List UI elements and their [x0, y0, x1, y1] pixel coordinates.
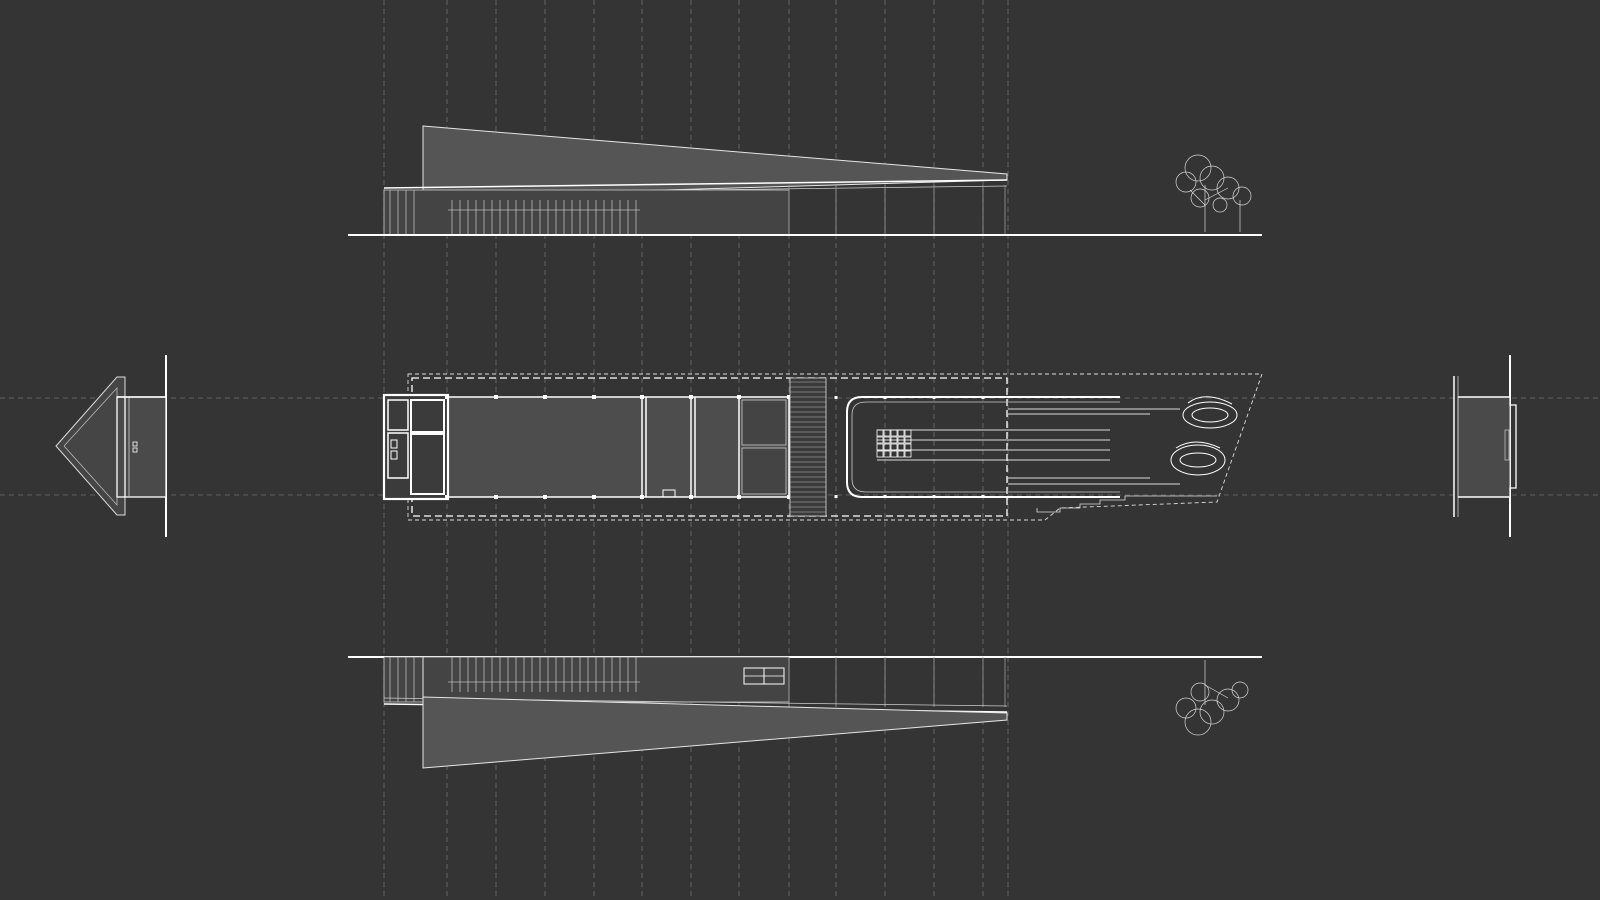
seat	[904, 443, 912, 451]
wall-body	[383, 189, 790, 236]
seat	[897, 443, 905, 451]
seat	[897, 436, 905, 444]
seat	[904, 450, 912, 458]
roof-wedge-south	[422, 696, 1008, 769]
seat	[883, 450, 891, 458]
seat	[890, 450, 898, 458]
column-marker	[689, 495, 693, 499]
seat	[890, 443, 898, 451]
column-marker	[592, 495, 596, 499]
column-marker	[640, 395, 644, 399]
column-marker	[787, 495, 791, 499]
tree-icon	[1175, 154, 1252, 232]
seat	[890, 429, 898, 437]
column-marker	[445, 395, 449, 399]
seat	[876, 429, 884, 437]
seat	[876, 450, 884, 458]
east-section	[1453, 355, 1517, 537]
column-marker	[543, 495, 547, 499]
tree-reflection-icon	[1175, 660, 1249, 736]
seat	[890, 436, 898, 444]
column-marker	[834, 495, 838, 498]
seat	[883, 429, 891, 437]
column-marker	[445, 495, 449, 499]
column-marker	[494, 395, 498, 399]
seat	[883, 436, 891, 444]
pool-outline	[846, 396, 1120, 498]
horizontal-guide-lines	[0, 397, 1600, 496]
seat	[876, 443, 884, 451]
seat	[897, 450, 905, 458]
plant-pod-icon	[1170, 396, 1238, 476]
column-marker	[543, 395, 547, 399]
seat	[876, 436, 884, 444]
column-marker	[787, 395, 791, 399]
enclosed-volume	[447, 396, 790, 498]
column-marker	[640, 495, 644, 499]
column-marker	[494, 495, 498, 499]
roof-outline	[407, 373, 1263, 521]
column-marker	[592, 395, 596, 399]
seat	[904, 429, 912, 437]
column-marker	[737, 395, 741, 399]
column-marker	[737, 495, 741, 499]
column-marker	[689, 395, 693, 399]
seat	[883, 443, 891, 451]
west-section	[55, 355, 167, 537]
north-elevation	[348, 125, 1262, 236]
south-elevation	[348, 656, 1262, 769]
floor-plan	[382, 373, 1263, 521]
seat	[904, 436, 912, 444]
service-block	[382, 393, 450, 501]
column-marker	[834, 396, 838, 399]
seat	[897, 429, 905, 437]
